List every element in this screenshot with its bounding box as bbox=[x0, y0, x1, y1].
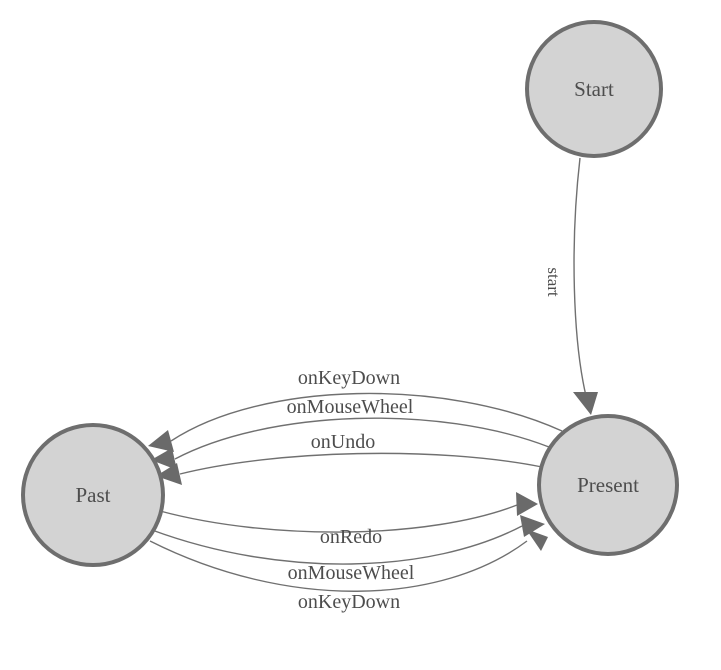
edge-line bbox=[159, 504, 518, 533]
arrowhead-icon bbox=[516, 492, 538, 516]
edge-label-onmousewheel-bottom: onMouseWheel bbox=[288, 562, 415, 584]
edge-line bbox=[573, 157, 587, 397]
edge-line bbox=[149, 540, 528, 592]
edge-line bbox=[151, 525, 523, 565]
arrowhead-icon bbox=[526, 529, 548, 551]
node-past-circle bbox=[21, 423, 165, 567]
node-past: Past bbox=[21, 423, 165, 567]
edge-label-onundo: onUndo bbox=[311, 431, 375, 453]
edge-present-to-past-onkeydown: onKeyDown bbox=[148, 367, 563, 452]
arrowhead-icon bbox=[148, 430, 174, 452]
edge-line bbox=[174, 417, 550, 460]
node-past-label: Past bbox=[75, 483, 110, 507]
node-start-circle bbox=[525, 20, 663, 158]
node-present-label: Present bbox=[577, 473, 639, 497]
edge-past-to-present-onredo: onRedo bbox=[159, 492, 538, 548]
node-present-circle bbox=[537, 414, 679, 556]
edge-label-onredo: onRedo bbox=[320, 526, 382, 548]
edge-label-onmousewheel-top: onMouseWheel bbox=[287, 396, 414, 418]
arrowhead-icon bbox=[156, 463, 182, 485]
edge-present-to-past-onundo: onUndo bbox=[156, 431, 543, 485]
arrowhead-icon bbox=[151, 448, 177, 470]
edge-start-to-present: start bbox=[544, 157, 598, 415]
edge-past-to-present-onmousewheel: onMouseWheel bbox=[151, 515, 545, 584]
edge-line bbox=[179, 452, 543, 475]
node-start-label: Start bbox=[574, 77, 614, 101]
edge-label-onkeydown-bottom: onKeyDown bbox=[298, 591, 400, 613]
arrowhead-icon bbox=[520, 515, 545, 537]
edge-label-onkeydown-top: onKeyDown bbox=[298, 367, 400, 389]
edge-present-to-past-onmousewheel: onMouseWheel bbox=[151, 396, 550, 470]
edge-label-start: start bbox=[544, 267, 563, 297]
edge-past-to-present-onkeydown: onKeyDown bbox=[149, 529, 548, 613]
node-start: Start bbox=[525, 20, 663, 158]
edge-line bbox=[170, 392, 563, 442]
node-present: Present bbox=[537, 414, 679, 556]
arrowhead-icon bbox=[573, 392, 598, 415]
